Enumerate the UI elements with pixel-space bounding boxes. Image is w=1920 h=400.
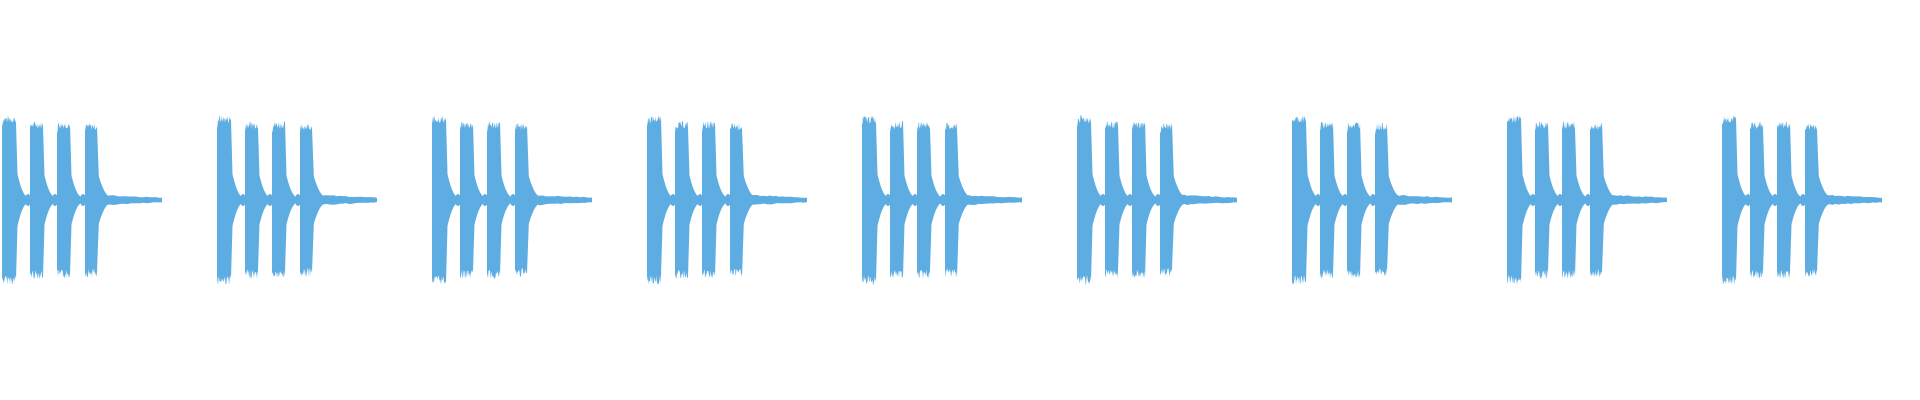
waveform-segment	[2, 115, 162, 285]
waveform-segment	[432, 115, 592, 285]
waveform-segment	[1292, 115, 1452, 285]
waveform-segment	[1077, 115, 1237, 285]
waveform-segment	[862, 115, 1022, 285]
waveform-segment	[1507, 115, 1667, 285]
waveform-segment	[647, 115, 807, 285]
waveform-segment	[217, 115, 377, 285]
waveform-segment	[1722, 115, 1882, 285]
